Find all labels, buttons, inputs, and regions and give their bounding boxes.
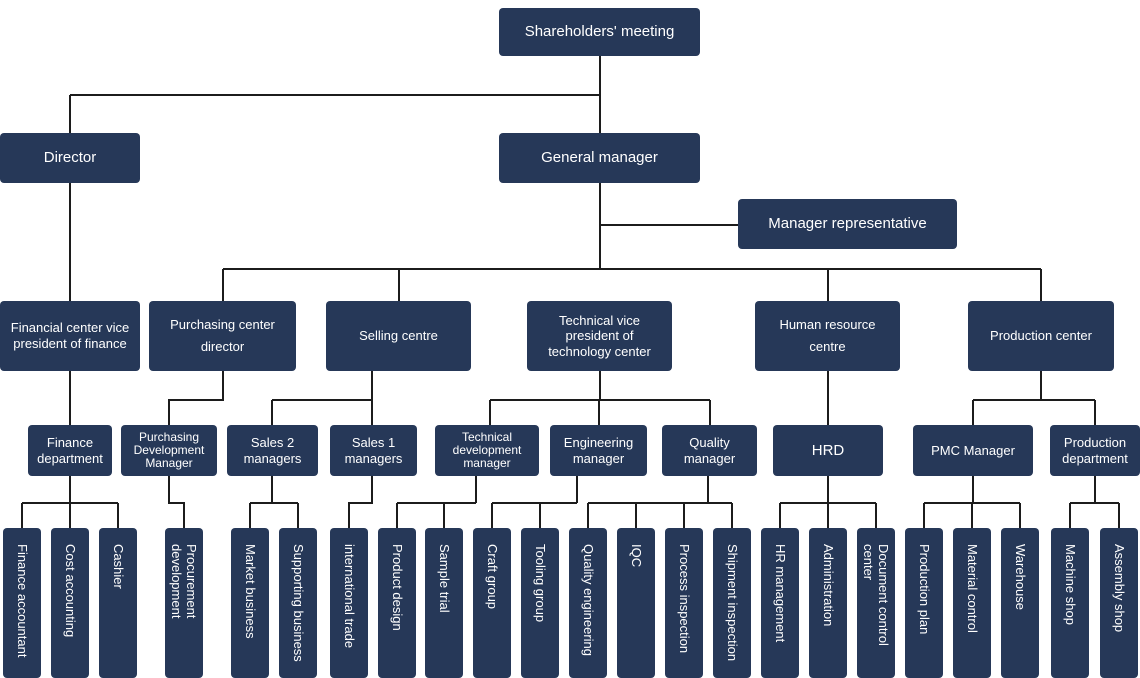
node-cashier: Cashier bbox=[99, 528, 137, 678]
node-director: Director bbox=[0, 133, 140, 183]
node-finance-department: Finance department bbox=[28, 425, 112, 476]
node-manager-representative: Manager representative bbox=[738, 199, 957, 249]
connector-12 bbox=[168, 371, 224, 425]
node-shipment-inspection: Shipment inspection bbox=[713, 528, 751, 678]
node-purchasing-center: Purchasing center director bbox=[149, 301, 296, 371]
node-financial-center: Financial center vice president of finan… bbox=[0, 301, 140, 371]
node-selling-centre: Selling centre bbox=[326, 301, 471, 371]
node-technical-vp: Technical vice president of technology c… bbox=[527, 301, 672, 371]
node-craft-group: Craft group bbox=[473, 528, 511, 678]
node-general-manager: General manager bbox=[499, 133, 700, 183]
node-pmc-manager: PMC Manager bbox=[913, 425, 1033, 476]
node-sales-2-managers: Sales 2 managers bbox=[227, 425, 318, 476]
node-market-business: Market business bbox=[231, 528, 269, 678]
node-iqc: IQC bbox=[617, 528, 655, 678]
node-machine-shop: Machine shop bbox=[1051, 528, 1089, 678]
node-assembly-shop: Assembly shop bbox=[1100, 528, 1138, 678]
node-administration: Administration bbox=[809, 528, 847, 678]
node-sample-trial: Sample trial bbox=[425, 528, 463, 678]
node-hr-centre: Human resource centre bbox=[755, 301, 900, 371]
node-procurement-development: Procurement development bbox=[165, 528, 203, 678]
node-warehouse: Warehouse bbox=[1001, 528, 1039, 678]
node-tooling-group: Tooling group bbox=[521, 528, 559, 678]
node-shareholders-meeting: Shareholders' meeting bbox=[499, 8, 700, 56]
node-production-department: Production department bbox=[1050, 425, 1140, 476]
node-international-trade: international trade bbox=[330, 528, 368, 678]
node-cost-accounting: Cost accounting bbox=[51, 528, 89, 678]
node-technical-development-manager: Technical development manager bbox=[435, 425, 539, 476]
node-sales-1-managers: Sales 1 managers bbox=[330, 425, 417, 476]
node-material-control: Material control bbox=[953, 528, 991, 678]
node-quality-manager: Quality manager bbox=[662, 425, 757, 476]
node-hrd: HRD bbox=[773, 425, 883, 476]
node-supporting-business: Supporting business bbox=[279, 528, 317, 678]
node-production-plan: Production plan bbox=[905, 528, 943, 678]
node-engineering-manager: Engineering manager bbox=[550, 425, 647, 476]
node-quality-engineering: Quality engineering bbox=[569, 528, 607, 678]
node-finance-accountant: Finance accountant bbox=[3, 528, 41, 678]
node-purchasing-dev-manager: Purchasing Development Manager bbox=[121, 425, 217, 476]
node-document-control-center: Document control center bbox=[857, 528, 895, 678]
node-process-inspection: Process inspection bbox=[665, 528, 703, 678]
connector-37 bbox=[348, 476, 373, 528]
node-production-center: Production center bbox=[968, 301, 1114, 371]
node-hr-management: HR management bbox=[761, 528, 799, 678]
node-product-design: Product design bbox=[378, 528, 416, 678]
connector-32 bbox=[168, 476, 185, 528]
